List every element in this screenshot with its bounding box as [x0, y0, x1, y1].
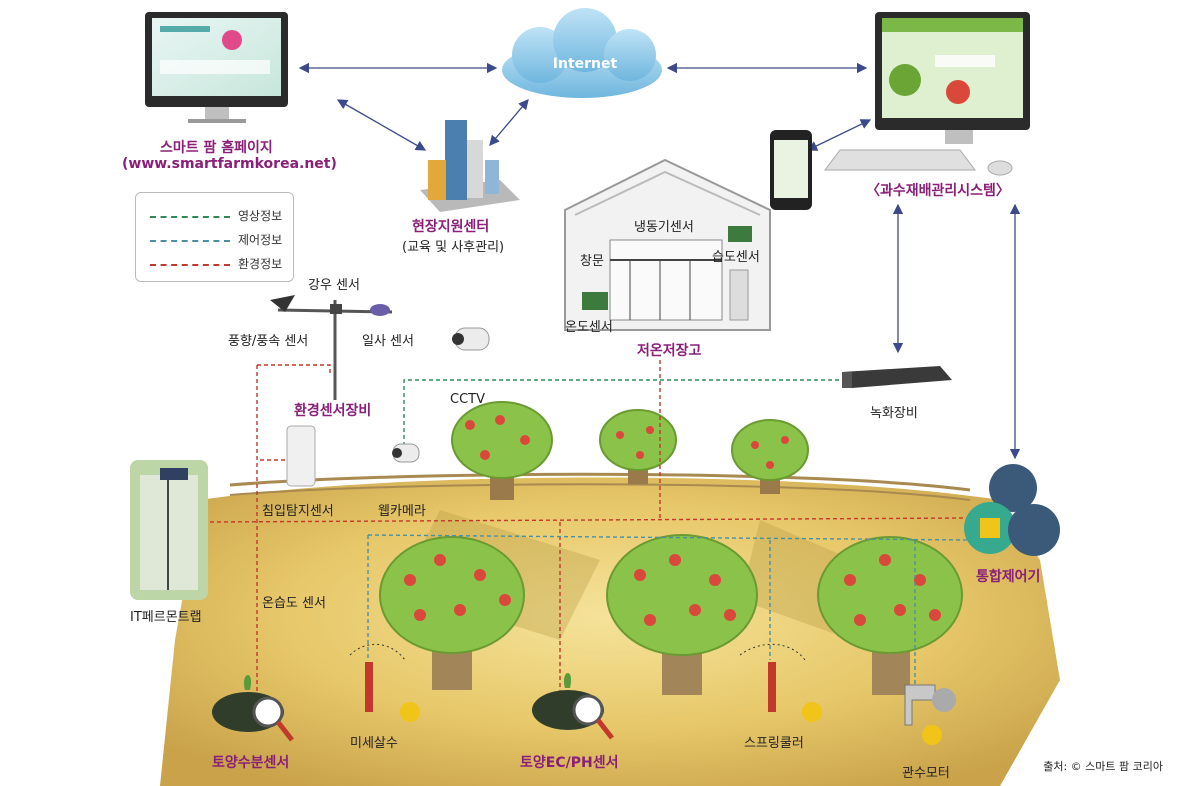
- solar-sensor-label: 일사 센서: [362, 334, 414, 349]
- legend-item-environment: 환경정보: [150, 255, 282, 272]
- soil-ec-ph-label: 토양EC/PH센서: [520, 755, 619, 771]
- mist-label: 미세살수: [350, 736, 398, 751]
- homepage-monitor: [145, 12, 288, 123]
- apple-tree-front-2: [606, 534, 758, 695]
- recorder-device: [842, 366, 952, 388]
- internet-cloud: [502, 8, 662, 98]
- pheromone-trap-photo: [130, 460, 208, 600]
- pheromone-trap-label: IT페르몬트랩: [130, 610, 202, 625]
- sprinkler: [739, 643, 822, 722]
- legend-video-label: 영상정보: [238, 209, 283, 223]
- management-system-title: 〈과수재배관리시스템〉: [866, 183, 1010, 199]
- intrusion-sensor-label: 침입탐지센서: [262, 504, 334, 519]
- smartphone: [770, 130, 812, 210]
- legend-control-label: 제어정보: [238, 233, 283, 247]
- mist-sprinkler: [349, 643, 420, 722]
- support-center-building: [420, 120, 520, 212]
- apple-tree-back-3: [731, 419, 809, 494]
- network-arrows: [298, 62, 1021, 460]
- humidity-sensor-label: 습도센서: [712, 250, 760, 265]
- support-center-title: 현장지원센터: [412, 219, 490, 235]
- soil-moisture-label: 토양수분센서: [212, 755, 290, 771]
- temperature-sensor-label: 온도센서: [565, 320, 613, 335]
- wind-sensor-label: 풍향/풍속 센서: [228, 334, 309, 349]
- apple-tree-front-1: [379, 536, 525, 690]
- rain-sensor-label: 강우 센서: [308, 278, 360, 293]
- controller-label: 통합제어기: [976, 569, 1041, 585]
- legend-item-video: 영상정보: [150, 207, 282, 224]
- apple-trees: [379, 401, 963, 695]
- cctv-label: CCTV: [450, 392, 485, 407]
- homepage-url[interactable]: (www.smartfarmkorea.net): [122, 156, 337, 172]
- weather-station-title: 환경센서장비: [294, 403, 372, 419]
- legend-control-swatch: [150, 239, 230, 242]
- legend-item-control: 제어정보: [150, 231, 282, 248]
- weather-station: [270, 295, 393, 400]
- recorder-label: 녹화장비: [870, 406, 918, 421]
- sprinkler-label: 스프링쿨러: [744, 736, 804, 751]
- apple-tree-back-2: [599, 409, 677, 484]
- internet-label: Internet: [552, 56, 618, 72]
- cold-storage-title: 저온저장고: [637, 343, 702, 359]
- intrusion-sensor: [286, 425, 316, 487]
- cold-storage-building: [564, 158, 771, 331]
- freezer-sensor-label: 냉동기센서: [634, 220, 694, 235]
- webcam-label: 웹카메라: [378, 504, 426, 519]
- legend: 영상정보 제어정보 환경정보: [135, 192, 294, 282]
- window-label: 창문: [580, 254, 604, 269]
- apples: [404, 415, 941, 626]
- support-center-subtitle: (교육 및 사후관리): [402, 240, 505, 255]
- soil-temp-humidity-label: 온습도 센서: [262, 596, 326, 611]
- pump-label: 관수모터: [902, 766, 950, 781]
- legend-video-swatch: [150, 215, 230, 218]
- legend-environment-label: 환경정보: [238, 257, 283, 271]
- integrated-controller: [964, 464, 1060, 556]
- homepage-title: 스마트 팜 홈페이지: [160, 140, 273, 156]
- cctv-camera: [452, 327, 490, 351]
- apple-tree-front-3: [817, 536, 963, 695]
- apple-tree-back-1: [451, 401, 553, 500]
- source-credit: 출처: © 스마트 팜 코리아: [1043, 760, 1163, 773]
- info-lines: [209, 360, 971, 700]
- legend-environment-swatch: [150, 263, 230, 266]
- webcam: [392, 443, 420, 463]
- management-monitor: [824, 12, 1030, 176]
- pump-motor: [904, 684, 956, 745]
- soil-moisture-sensor: [212, 674, 294, 742]
- soil-ec-ph-sensor: [532, 672, 614, 740]
